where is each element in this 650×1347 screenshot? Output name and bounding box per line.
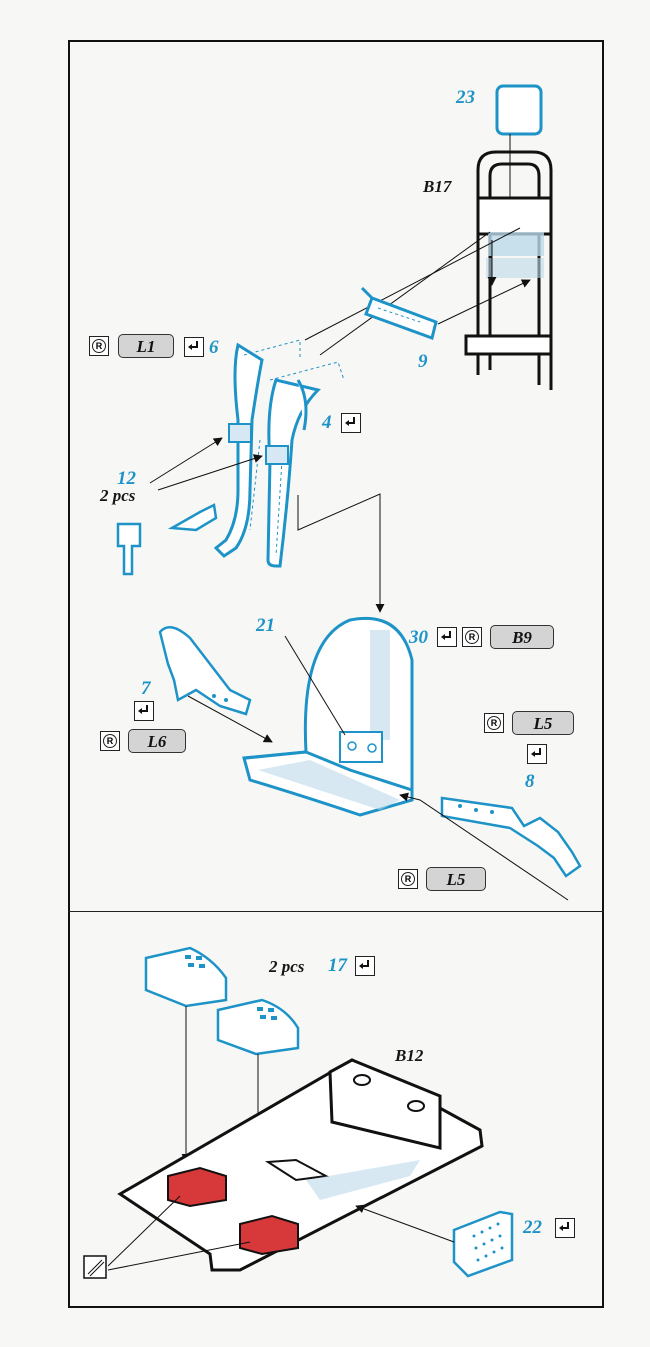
label-part-22: 22 [523, 1217, 542, 1238]
seat-mount-plate [339, 731, 383, 763]
label-part-21: 21 [256, 615, 275, 636]
resin-icon: R [100, 731, 120, 751]
label-b9: B9 [490, 625, 554, 649]
bend-arrow-icon [527, 744, 547, 764]
bend-arrow-icon [341, 413, 361, 433]
section-divider [68, 911, 604, 912]
label-b17: B17 [423, 177, 452, 196]
label-l1: L1 [118, 334, 174, 358]
label-part-4: 4 [322, 412, 332, 433]
part-b17-frame [464, 150, 553, 390]
label-part-17: 17 [328, 955, 347, 976]
label-part-6: 6 [209, 337, 219, 358]
bend-arrow-icon [437, 627, 457, 647]
label-l5-bottom: L5 [426, 867, 486, 891]
resin-icon: R [462, 627, 482, 647]
resin-icon: R [484, 713, 504, 733]
label-part-12: 12 [117, 468, 136, 489]
bend-arrow-icon [184, 337, 204, 357]
page-frame [68, 40, 604, 1308]
label-l5-top: L5 [512, 711, 574, 735]
part-9-strap [360, 286, 438, 340]
resin-icon: R [398, 869, 418, 889]
label-part-23: 23 [456, 87, 475, 108]
part-17-footrests [144, 946, 300, 1056]
label-lower-qty: 2 pcs [269, 957, 305, 976]
part-23-plate [495, 84, 543, 136]
bend-arrow-icon [555, 1218, 575, 1238]
part-7-bracket [158, 625, 252, 716]
part-12-buckle [116, 503, 218, 576]
label-part-30: 30 [409, 627, 428, 648]
label-l6: L6 [128, 729, 186, 753]
label-part-9: 9 [418, 351, 428, 372]
resin-pedals [167, 1166, 299, 1256]
part-6-4-belts [213, 342, 321, 568]
bend-arrow-icon [134, 701, 154, 721]
label-b12: B12 [395, 1046, 424, 1065]
resin-icon: R [89, 336, 109, 356]
label-part-12-qty: 2 pcs [100, 486, 136, 505]
part-8-bracket [440, 796, 582, 878]
label-part-7: 7 [141, 678, 151, 699]
label-part-8: 8 [525, 771, 535, 792]
bend-arrow-icon [355, 956, 375, 976]
